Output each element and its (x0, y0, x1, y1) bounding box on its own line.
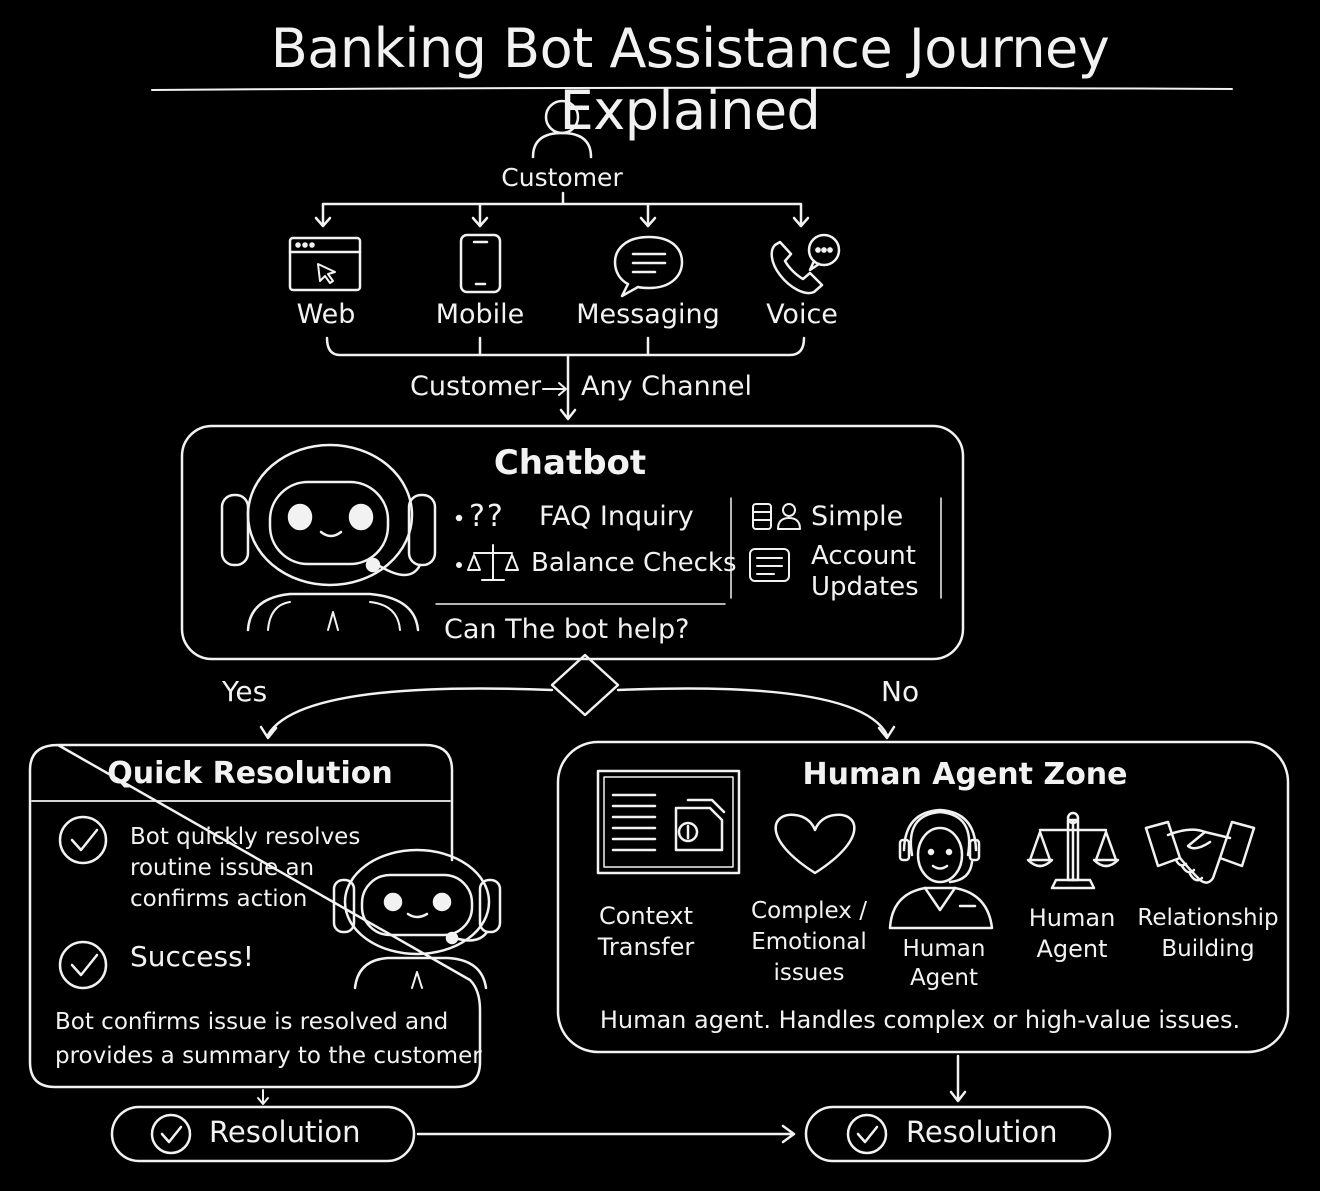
customer-split-connector (321, 191, 803, 227)
quick-resolution-success: Success! (130, 940, 254, 973)
human-zone-summary: Human agent. Handles complex or high-val… (599, 1006, 1241, 1034)
chatbot-question: Can The bot help? (444, 614, 690, 645)
agent-headset-icon (888, 808, 994, 930)
chatbot-item-balance: Balance Checks (531, 548, 737, 578)
channel-mobile-label: Mobile (435, 299, 525, 330)
chatbot-item-simple: Simple (811, 501, 904, 532)
flow-arrow (542, 382, 567, 396)
customer-icon (531, 99, 593, 159)
human-agent-zone-box (556, 740, 1290, 1054)
decision-diamond (550, 653, 620, 717)
no-branch (616, 687, 896, 740)
justice-scale-icon (1026, 811, 1120, 890)
document-icon (749, 548, 790, 582)
quick-resolution-title: Quick Resolution (107, 756, 393, 791)
phone-icon (770, 233, 841, 295)
quick-resolution-box (28, 743, 482, 1089)
small-robot-icon (332, 848, 502, 990)
question-marks-icon: ?? (469, 499, 505, 534)
handshake-icon (1144, 820, 1256, 884)
customer-label: Customer (501, 163, 623, 192)
browser-window-icon (288, 236, 362, 292)
robot-icon (220, 443, 437, 632)
chatbot-item-faq: FAQ Inquiry (539, 501, 694, 532)
resolution-link-arrow (416, 1124, 796, 1144)
heart-icon (774, 813, 856, 875)
quick-resolution-step1: Bot quickly resolves routine issue an co… (130, 824, 361, 912)
flow-label-left: Customer (410, 371, 542, 402)
chatbot-box (180, 424, 965, 661)
quick-to-resolution-arrow (257, 1089, 269, 1105)
human-zone-item-agent: Human Agent (902, 936, 986, 991)
chatbot-item-account-updates: Account Updates (811, 541, 919, 602)
smartphone-icon (459, 233, 502, 294)
chat-bubble-icon (613, 235, 684, 298)
decision-yes-label: Yes (222, 675, 268, 708)
page-title: Banking Bot Assistance Journey Explained (270, 17, 1110, 143)
chatbot-column-divider (730, 497, 942, 599)
human-to-resolution-arrow (949, 1054, 967, 1103)
resolution-left-label: Resolution (209, 1115, 361, 1149)
decision-no-label: No (881, 675, 920, 708)
check-circle-icon-right (846, 1113, 888, 1155)
quick-resolution-summary: Bot confirms issue is resolved and provi… (55, 1009, 482, 1069)
question-marks-icon (455, 514, 463, 522)
channel-web-label: Web (296, 299, 356, 330)
channel-merge-connector (325, 336, 806, 357)
channel-voice-label: Voice (766, 299, 838, 330)
human-zone-item-scale: Human Agent (1028, 904, 1116, 963)
resolution-right-label: Resolution (906, 1115, 1058, 1149)
check-circle-icon-1 (58, 815, 108, 865)
yes-branch (259, 687, 554, 740)
chatbot-title: Chatbot (493, 443, 647, 483)
balance-scale-icon (456, 544, 519, 581)
check-circle-icon-2 (58, 940, 108, 990)
resolution-pill-left (110, 1105, 416, 1163)
human-zone-item-context: Context Transfer (597, 902, 695, 961)
database-user-icon (752, 503, 801, 530)
flow-label-right: Any Channel (581, 371, 752, 402)
human-zone-item-complex: Complex / Emotional issues (751, 898, 867, 986)
channel-messaging-label: Messaging (576, 299, 720, 330)
human-zone-title: Human Agent Zone (802, 757, 1128, 792)
channel-arrowheads (314, 216, 810, 228)
human-zone-item-relationship: Relationship Building (1137, 905, 1279, 962)
context-transfer-icon (596, 769, 741, 875)
title-underline (151, 86, 1233, 91)
to-chatbot-arrow (559, 353, 577, 421)
check-circle-icon-left (150, 1113, 192, 1155)
resolution-pill-right (804, 1105, 1112, 1163)
